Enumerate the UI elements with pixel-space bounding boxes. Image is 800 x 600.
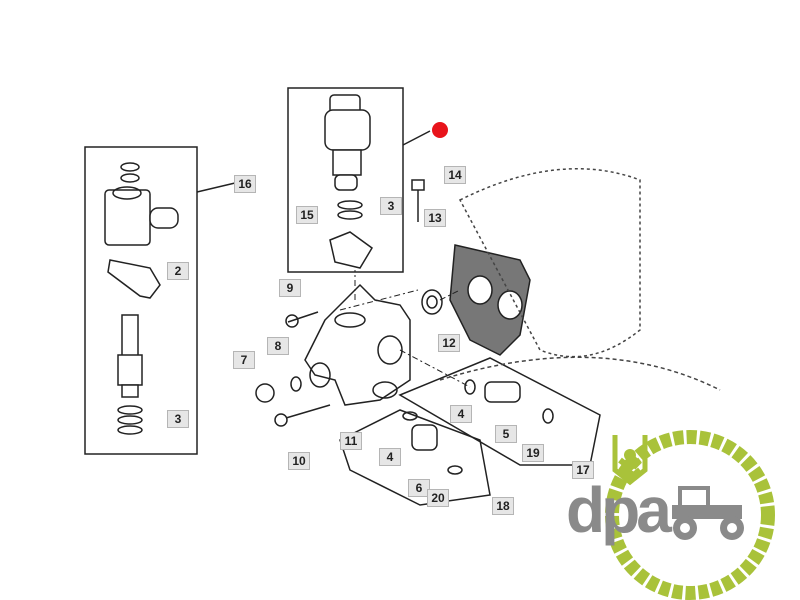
callout-7: 7 — [233, 351, 255, 369]
valve-inset-box — [287, 87, 404, 273]
callout-17: 17 — [572, 461, 594, 479]
callout-3-left: 3 — [167, 410, 189, 428]
gear-ring — [605, 430, 775, 600]
callout-13: 13 — [424, 209, 446, 227]
callout-16: 16 — [234, 175, 256, 193]
callout-12: 12 — [438, 334, 460, 352]
callout-5: 5 — [495, 425, 517, 443]
callout-15: 15 — [296, 206, 318, 224]
callout-10: 10 — [288, 452, 310, 470]
callout-19: 19 — [522, 444, 544, 462]
callout-20: 20 — [427, 489, 449, 507]
callout-8: 8 — [267, 337, 289, 355]
wheat-icon — [612, 435, 648, 486]
callout-2: 2 — [167, 262, 189, 280]
callout-6: 6 — [408, 479, 430, 497]
dpa-logo-graphic — [605, 430, 775, 600]
dpa-logo-text: dpa — [566, 474, 672, 546]
callout-4-right: 4 — [450, 405, 472, 423]
red-marker-dot — [432, 122, 448, 138]
callout-11: 11 — [340, 432, 362, 450]
solenoid-inset-box — [84, 146, 198, 455]
callout-3-top: 3 — [380, 197, 402, 215]
callout-9: 9 — [279, 279, 301, 297]
callout-14: 14 — [444, 166, 466, 184]
callout-18: 18 — [492, 497, 514, 515]
tractor-icon — [672, 486, 744, 540]
callout-4-left: 4 — [379, 448, 401, 466]
